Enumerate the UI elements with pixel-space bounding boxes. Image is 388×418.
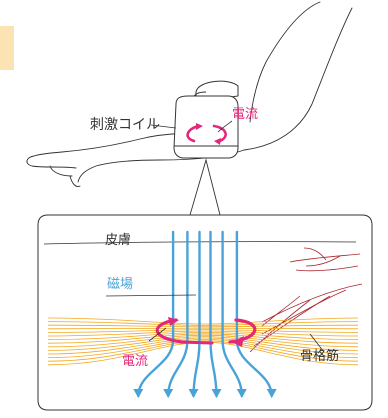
field-line [137,230,175,398]
skeletal-muscle-fibers [47,317,359,366]
field-line [192,230,201,398]
field-arrowhead [163,389,174,398]
coil-leader-line [150,124,177,129]
field-line [209,230,218,398]
skeletal-muscle-label: 骨格筋 [300,349,340,364]
muscle-fiber [47,333,359,344]
field-arrowhead [188,389,199,398]
callout-pointer [189,158,221,216]
muscle-fiber [47,329,359,333]
magnetic-field-label: 磁場 [107,277,134,292]
skin-label: 皮膚 [105,233,132,248]
muscle-fiber [47,321,359,326]
muscle-leader-line [309,333,325,353]
field-arrowhead [266,389,277,398]
skin-line [43,241,357,245]
muscle-fiber [47,324,359,328]
muscle-fiber [47,334,359,348]
tissue-current-loop [155,317,257,347]
field-arrowhead [133,389,144,398]
muscle-fiber [47,338,359,358]
muscle-fiber [47,317,359,325]
stimulating-coil [173,80,239,159]
muscle-fiber [47,336,359,351]
current-bottom-leader-line [148,327,167,342]
field-line [221,230,243,398]
coil-label: 刺激コイル [90,117,160,133]
field-line [167,230,189,398]
current-top-label: 電流 [232,107,259,122]
current-bottom-label: 電流 [122,354,149,369]
nerve-fibers [249,247,363,353]
field-line [235,230,273,398]
muscle-fiber [47,337,359,355]
magnetic-field-lines [133,230,277,398]
detail-callout-box [37,214,373,411]
muscle-fiber [47,330,359,337]
coil-current-arrows [186,123,227,145]
field-arrowhead [236,389,247,398]
field-leader-line [105,294,197,297]
muscle-fiber [47,340,359,362]
muscle-fiber [47,327,359,330]
muscle-fiber [47,331,359,340]
current-top-leader-line [217,120,233,133]
field-arrowhead [211,389,222,398]
side-tab-decoration [0,26,14,70]
arm-illustration [26,1,353,187]
